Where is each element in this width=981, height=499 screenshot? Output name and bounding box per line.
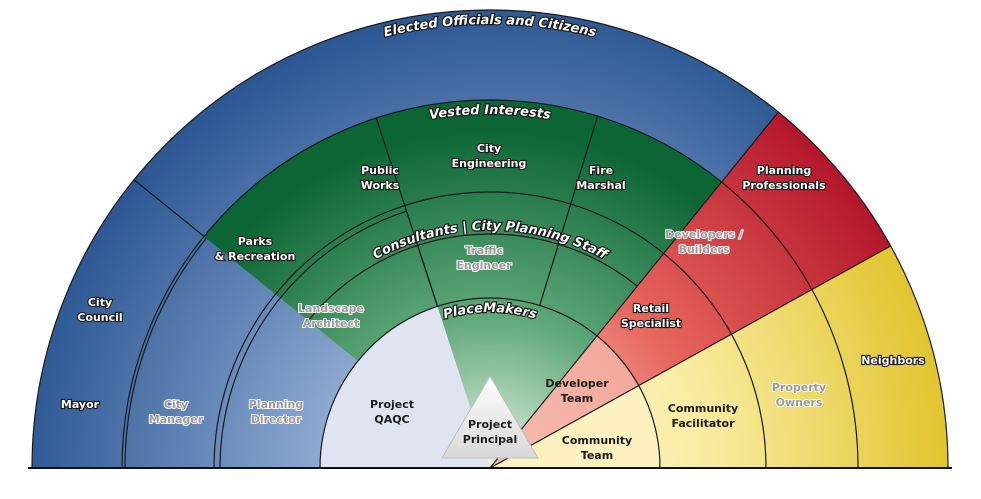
- divider-vested-left: [133, 179, 205, 237]
- ring-planning-director: [219, 210, 407, 469]
- ring-3-line: [213, 191, 767, 469]
- ring-city-manager: [124, 237, 207, 469]
- ring-consultants-line: [307, 233, 638, 322]
- label-developers-builders: Developers /Builders: [665, 228, 744, 256]
- label-parks-recreation: Parks& Recreation: [215, 235, 296, 263]
- sectors-layer: [32, 9, 948, 469]
- title-vested-interests: Vested Interests: [428, 103, 552, 123]
- green-sector-vested-interests: [204, 100, 722, 469]
- divider-red-left: [489, 111, 779, 469]
- label-neighbors: Neighbors: [861, 354, 925, 367]
- divider-traffic: [539, 115, 599, 306]
- ring-lines-layer: [28, 9, 952, 469]
- label-mayor: Mayor: [61, 398, 100, 411]
- divider-yellow-left: [489, 245, 891, 469]
- community-team-sector: [490, 385, 660, 468]
- ring-1-line: [319, 297, 661, 469]
- project-principal-triangle: [441, 375, 539, 459]
- qaqc-sector: [320, 306, 490, 468]
- developer-team-sector: [490, 335, 639, 468]
- divider-landscape: [375, 117, 439, 307]
- outer-boundary: [31, 9, 949, 469]
- ring-4-line: [121, 99, 859, 469]
